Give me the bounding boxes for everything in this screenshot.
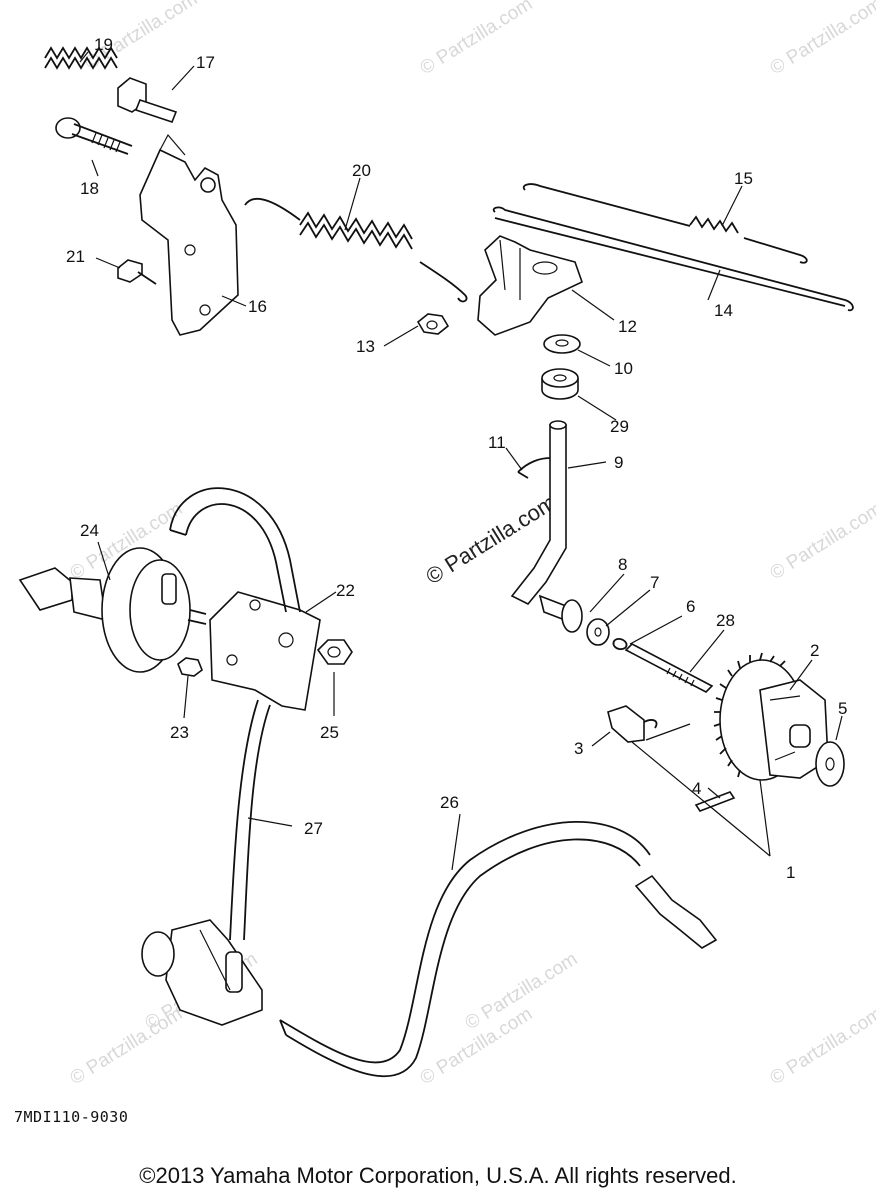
part-15-spring — [522, 183, 808, 264]
callout-15: 15 — [734, 169, 753, 188]
callout-2: 2 — [810, 641, 819, 660]
watermark: © Partzilla.com — [767, 0, 876, 79]
watermark: © Partzilla.com — [767, 1004, 876, 1090]
callout-4: 4 — [692, 779, 701, 798]
part-19-spring — [44, 46, 118, 70]
callout-16: 16 — [248, 297, 267, 316]
part-2-gear-assembly — [713, 652, 829, 781]
watermark: © Partzilla.com — [417, 0, 537, 79]
callout-13: 13 — [356, 337, 375, 356]
part-21-bolt — [117, 259, 157, 285]
part-13-nut — [416, 313, 450, 335]
leader-lines — [79, 51, 843, 871]
drawing-code: 7MDI110-9030 — [14, 1108, 129, 1126]
callout-12: 12 — [618, 317, 637, 336]
callout-17: 17 — [196, 53, 215, 72]
part-8-collar — [538, 594, 583, 633]
callout-9: 9 — [614, 453, 623, 472]
part-12-lever — [477, 235, 583, 336]
part-16-bracket — [139, 133, 239, 336]
callout-25: 25 — [320, 723, 339, 742]
callout-11: 11 — [488, 433, 506, 452]
callout-26: 26 — [440, 793, 459, 812]
part-20-spring — [244, 197, 468, 303]
callout-group: 19 17 18 21 16 20 13 15 14 12 10 29 11 9… — [66, 35, 847, 882]
part-26-fitting — [634, 874, 718, 949]
callout-23: 23 — [170, 723, 189, 742]
part-11-pin — [517, 457, 551, 479]
callout-24: 24 — [80, 521, 99, 540]
solenoid-valve — [141, 919, 263, 1026]
part-4-pin — [694, 791, 736, 812]
part-9-shaft — [510, 420, 567, 606]
part-29-collar — [541, 368, 579, 400]
callout-5: 5 — [838, 699, 847, 718]
callout-10: 10 — [614, 359, 633, 378]
callout-18: 18 — [80, 179, 99, 198]
watermark: © Partzilla.com — [767, 499, 876, 585]
copyright-notice: ©2013 Yamaha Motor Corporation, U.S.A. A… — [139, 1163, 737, 1188]
callout-7: 7 — [650, 573, 659, 592]
part-3-clip — [607, 705, 658, 743]
part-28-pin — [624, 643, 714, 693]
callout-8: 8 — [618, 555, 627, 574]
callout-28: 28 — [716, 611, 735, 630]
callout-21: 21 — [66, 247, 85, 266]
callout-20: 20 — [352, 161, 371, 180]
part-23-fitting — [177, 657, 203, 677]
part-17-bracket — [117, 77, 178, 123]
part-5-washer — [815, 741, 845, 787]
callout-27: 27 — [304, 819, 323, 838]
part-18-bolt — [55, 117, 133, 155]
part-22-bracket — [209, 591, 321, 711]
callout-14: 14 — [714, 301, 733, 320]
part-14-rod — [492, 206, 854, 312]
callout-22: 22 — [336, 581, 355, 600]
callout-1: 1 — [786, 863, 795, 882]
callout-3: 3 — [574, 739, 583, 758]
callout-19: 19 — [94, 35, 113, 54]
callout-29: 29 — [610, 417, 629, 436]
callout-6: 6 — [686, 597, 695, 616]
part-25-nut — [316, 639, 353, 665]
part-7-washer — [586, 618, 610, 646]
part-27-pipe — [229, 699, 271, 941]
part-24-actuator — [18, 547, 207, 673]
hose-upper — [169, 487, 301, 613]
part-26-hose — [279, 821, 651, 1078]
part-10-washer — [543, 334, 581, 354]
part-6-clip — [612, 638, 628, 651]
